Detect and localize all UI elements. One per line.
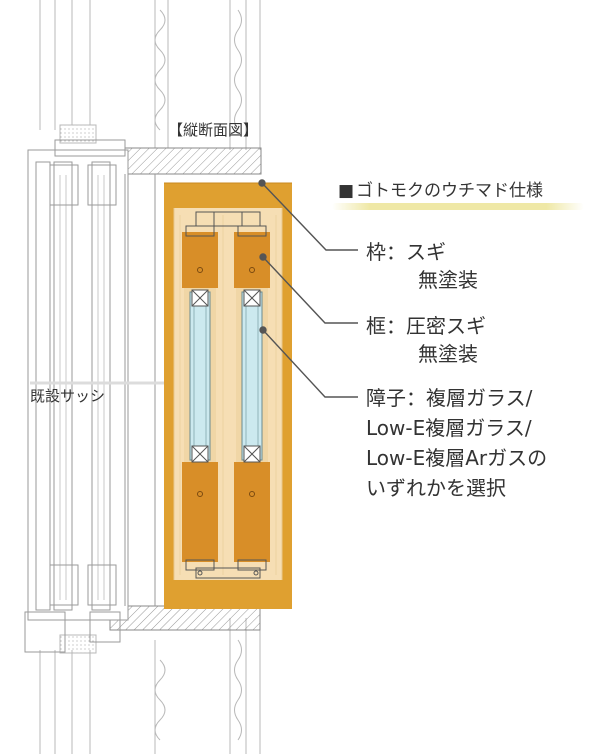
glass-callout-line-3: Low-E複層Arガスの: [366, 446, 548, 470]
spec-title: ■ゴトモクのウチマド仕様: [338, 176, 543, 201]
square-marker-icon: ■: [338, 181, 355, 201]
sash-callout-detail: 無塗装: [418, 342, 478, 366]
right-sash: [234, 225, 270, 571]
frame-grain: [179, 215, 277, 575]
existing-sash: [24, 139, 156, 653]
spec-title-highlight: [332, 203, 584, 210]
section-title: 【縦断面図】: [168, 121, 259, 139]
existing-sash-label: 既設サッシ: [30, 387, 106, 405]
leader-line-sash: [262, 256, 358, 324]
glass-callout-line-1: 障子：複層ガラス/: [366, 386, 533, 410]
sash-callout-term: 框：圧密スギ: [366, 314, 486, 338]
leader-lines: [258, 179, 358, 398]
frame-callout-detail: 無塗装: [418, 268, 478, 292]
left-sash: [182, 225, 218, 571]
leader-line-frame: [261, 182, 358, 251]
glass-callout-line-2: Low-E複層ガラス/: [366, 416, 532, 440]
glass-callout-line-4: いずれかを選択: [366, 476, 506, 500]
wall-structure: [39, 0, 261, 754]
frame-callout-term: 枠：スギ: [366, 240, 446, 264]
rail-details: [195, 211, 261, 579]
spec-title-text: ゴトモクのウチマド仕様: [356, 181, 544, 201]
leader-line-glass: [262, 329, 358, 398]
hatched-boards: [109, 147, 262, 631]
